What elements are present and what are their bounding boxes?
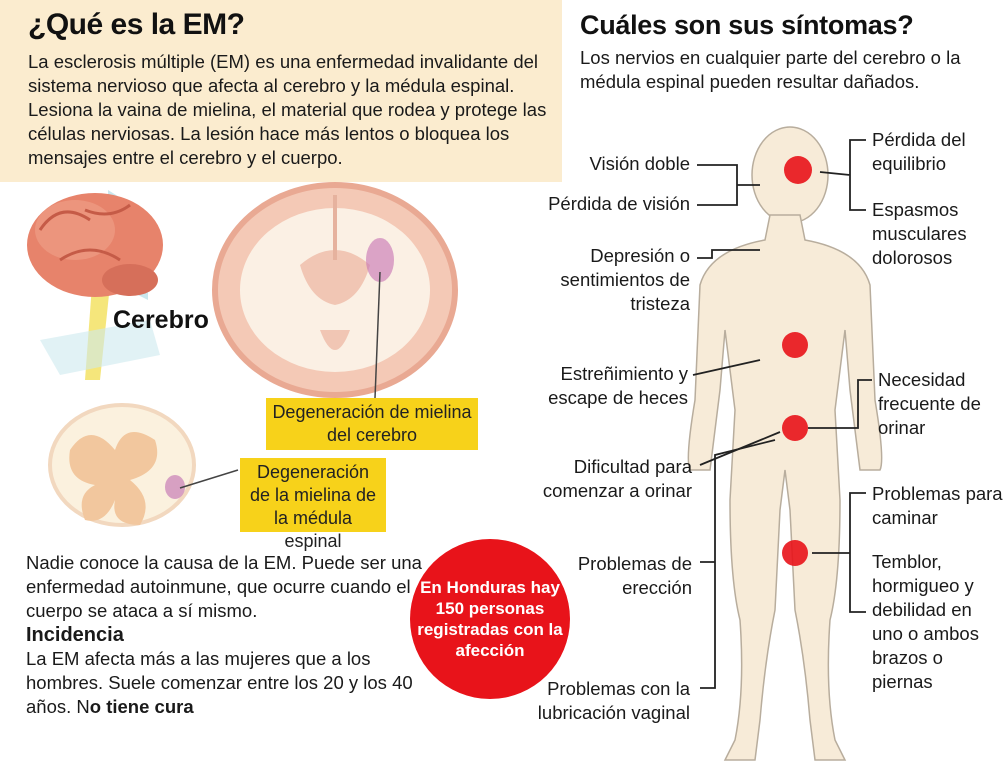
hotspot-head: [784, 156, 812, 184]
incidence-body: La EM afecta más a las mujeres que a los…: [26, 648, 413, 717]
cause-section: Nadie conoce la causa de la EM. Puede se…: [26, 551, 426, 719]
intro-title: ¿Qué es la EM?: [28, 8, 245, 41]
incidence-text: La EM afecta más a las mujeres que a los…: [26, 647, 426, 719]
symptom-temblor: Temblor, hormigueo y debilidad en uno o …: [872, 551, 979, 692]
callout-spine-degeneration: Degeneración de la mielina de la médula …: [240, 458, 386, 551]
brain-cross-section: [212, 182, 458, 398]
honduras-badge: En Honduras hay 150 personas registradas…: [410, 539, 570, 699]
symptom-perdida-vision: Pérdida de visión: [548, 193, 690, 214]
callout-brain-degeneration: Degeneración de mielina del cerebro: [266, 398, 478, 450]
symptom-lines-right: [808, 139, 872, 613]
cerebro-label: Cerebro: [113, 306, 209, 334]
callout-line-brain: [374, 271, 381, 399]
honduras-text: En Honduras hay 150 personas registradas…: [417, 578, 563, 660]
symptom-ereccion: Problemas de erección: [577, 553, 692, 598]
symptom-lubricacion: Problemas con la lubricación vaginal: [537, 678, 690, 723]
symptom-espasmos: Espasmos musculares dolorosos: [872, 199, 967, 268]
hotspots: [782, 156, 812, 566]
intro-panel: [0, 0, 562, 182]
symptom-vision-doble: Visión doble: [589, 153, 690, 174]
symptom-orinar-frecuente: Necesidad frecuente de orinar: [878, 369, 981, 438]
brain-3d-icon: [27, 193, 163, 297]
symptom-depresion: Depresión o sentimientos de tristeza: [560, 245, 690, 314]
symptom-lines-left: [692, 164, 781, 689]
symptoms-subtitle: Los nervios en cualquier parte del cereb…: [580, 47, 961, 92]
human-body-illustration: [687, 126, 883, 761]
incidence-no-cure: o tiene cura: [89, 696, 194, 717]
symptom-dificultad-orinar: Dificultad para comenzar a orinar: [542, 456, 692, 501]
axial-plane-icon: [40, 320, 160, 375]
symptoms-title: Cuáles son sus síntomas?: [580, 10, 914, 40]
symptom-estrenimiento: Estreñimiento y escape de heces: [548, 363, 688, 408]
symptom-equilibrio: Pérdida del equilibrio: [872, 129, 966, 174]
incidence-title: Incidencia: [26, 624, 124, 646]
intro-text: La esclerosis múltiple (EM) es una enfer…: [28, 51, 547, 168]
callout-line-spine: [179, 469, 239, 489]
symptom-caminar: Problemas para caminar: [872, 483, 1003, 528]
spinal-cord-section: [48, 403, 196, 527]
cause-text: Nadie conoce la causa de la EM. Puede se…: [26, 552, 422, 621]
hotspot-knee: [782, 540, 808, 566]
hotspot-pelvis: [782, 415, 808, 441]
hotspot-abdomen: [782, 332, 808, 358]
